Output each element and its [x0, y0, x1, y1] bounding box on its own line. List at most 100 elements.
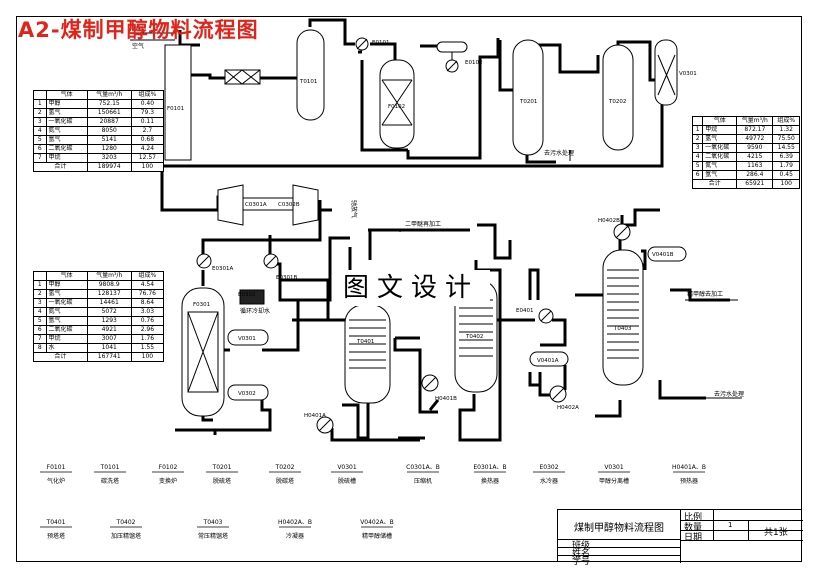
table-cell: 二氧化碳	[702, 152, 738, 162]
table-cell: 甲醇	[45, 99, 88, 109]
table-cell: 2	[691, 134, 704, 144]
table-cell: 1163	[736, 161, 774, 171]
header-cell: 组成%	[130, 90, 165, 100]
legend-name: 碳洗塔	[101, 477, 119, 485]
table-cell: 2	[33, 108, 47, 118]
table-cell: 3203	[86, 153, 132, 163]
table-cell: 3	[33, 298, 47, 308]
sheets-total: 共1张	[764, 528, 788, 538]
legend-name: 预热器	[680, 477, 698, 485]
separator-v0301	[227, 329, 269, 346]
label-sewage-1: 去污水处理	[544, 149, 574, 157]
tag-v0401b: V0401B	[652, 252, 674, 258]
drawing-frame	[16, 16, 802, 562]
total-pct: 100	[130, 352, 165, 362]
page-title: A2-煤制甲醇物料流程图	[18, 18, 259, 42]
header-cell	[33, 90, 47, 100]
label-air-in: 空气	[132, 42, 144, 50]
table-cell: 氩气	[702, 170, 738, 180]
table-cell: 0.40	[130, 99, 165, 109]
table-cell: 6.39	[772, 152, 800, 162]
header-cell: 气量m³/h	[86, 271, 132, 281]
legend-tag: T0101	[100, 464, 120, 471]
legend-name: 冷凝器	[286, 532, 304, 540]
tag-e0301a: E0301A	[212, 266, 233, 272]
legend-name: 脱硫塔	[213, 477, 231, 485]
legend-tag: T0401	[46, 519, 66, 526]
table-cell: 128137	[86, 289, 132, 299]
tag-t0401: T0401	[356, 339, 374, 345]
table-cell: 75.50	[772, 134, 800, 144]
table-cell: 6	[33, 144, 47, 154]
tag-f0101: F0101	[167, 106, 184, 112]
vessel-v0401b	[647, 246, 687, 262]
table-cell: 6	[33, 325, 47, 335]
legend-name: 预塔塔	[47, 532, 65, 540]
vessel-v0302	[227, 384, 269, 401]
legend-name: 压缩机	[414, 477, 432, 485]
table-cell: 水	[45, 343, 88, 353]
legend-name: 换热器	[481, 477, 499, 485]
label-cooling-water: 循环冷却水	[240, 307, 270, 315]
table-cell: 0.68	[130, 135, 165, 145]
table-cell: 1	[33, 280, 47, 290]
header-cell: 气量m³/h	[86, 90, 132, 100]
table-cell: 0.11	[130, 117, 165, 127]
table-cell: 一氧化碳	[702, 143, 738, 153]
table-cell: 5	[33, 135, 47, 145]
table-cell: 752.15	[86, 99, 132, 109]
legend-tag: T0201	[212, 464, 232, 471]
table-cell: 4921	[86, 325, 132, 335]
cooler-e0302	[239, 289, 265, 305]
id-label: 学号	[572, 557, 591, 567]
tag-c0301a: C0301A	[245, 202, 267, 208]
header-cell	[33, 271, 47, 281]
class-label: 班级	[572, 541, 591, 551]
table-cell: 5072	[86, 307, 132, 317]
table-cell: 甲烷	[45, 153, 88, 163]
tag-v0301-top: V0301	[679, 71, 697, 77]
table-cell: 5141	[86, 135, 132, 145]
table-cell: 1.55	[130, 343, 165, 353]
table-cell: 4.24	[130, 144, 165, 154]
tag-e0301b: E0301B	[276, 275, 297, 281]
table-cell: 4	[33, 126, 47, 136]
table-cell: 1041	[86, 343, 132, 353]
annotation-lines	[130, 32, 742, 399]
table-cell: 8050	[86, 126, 132, 136]
table-cell: 3007	[86, 334, 132, 344]
vessel-v0401a	[529, 351, 569, 367]
tag-v0301: V0301	[238, 336, 256, 342]
equipment	[164, 29, 687, 434]
legend-name: 加压精馏塔	[111, 532, 141, 540]
legend-tag: F0101	[47, 464, 66, 471]
table-cell: 7	[33, 153, 47, 163]
date-label: 日期	[684, 533, 703, 543]
table-cell: 一氧化碳	[45, 298, 88, 308]
total-value: 65921	[736, 179, 774, 189]
table-cell: 0.45	[772, 170, 800, 180]
name-label: 姓名	[572, 549, 591, 559]
table-cell: 79.3	[130, 108, 165, 118]
table-cell: 7	[33, 334, 47, 344]
table-cell: 76.76	[130, 289, 165, 299]
table-cell: 20887	[86, 117, 132, 127]
legend-tag: T0202	[275, 464, 295, 471]
legend-tag: H0401A、B	[672, 464, 706, 471]
equipment-tags: F0101 T0101 E0101 F0102 E0102 T0201 T020…	[167, 40, 697, 419]
table-cell: 氢气	[45, 108, 88, 118]
table-cell: 9808.9	[86, 280, 132, 290]
legend-name: 脱碳塔	[276, 477, 294, 485]
legend-name: 气化炉	[47, 477, 65, 485]
